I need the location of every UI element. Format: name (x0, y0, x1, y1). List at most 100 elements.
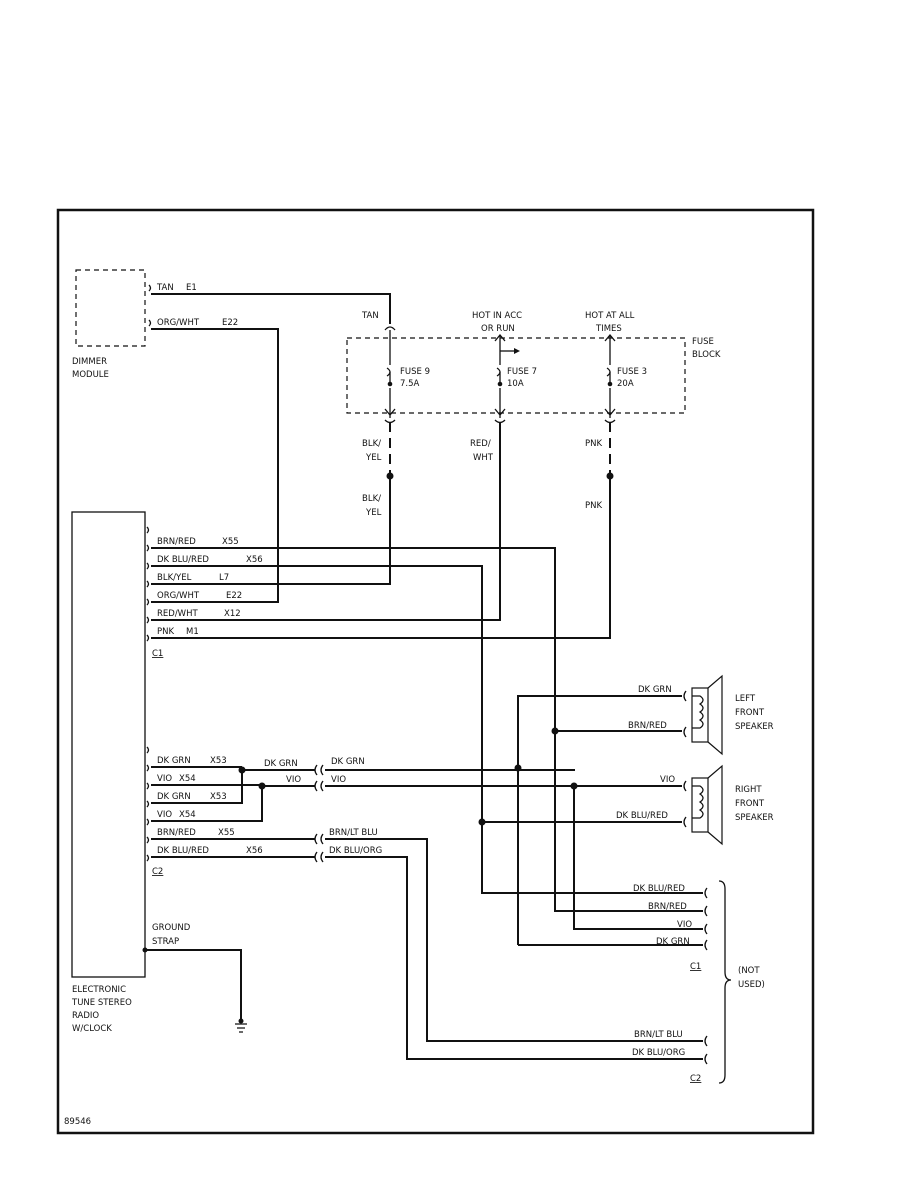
fuse-9-rating: 7.5A (400, 379, 420, 389)
diagram-frame (56, 208, 815, 1135)
wire-ground-strap (145, 949, 242, 1020)
not-used-label-2: USED) (738, 980, 765, 990)
left-speaker-wire-1: DK GRN (638, 685, 672, 695)
power-tan-label: TAN (361, 311, 379, 321)
unused-c1-wire-3: VIO (677, 920, 692, 930)
right-speaker-label-3: SPEAKER (735, 813, 774, 823)
right-speaker-icon: RIGHT FRONT SPEAKER (683, 764, 774, 846)
splice-dk-blu-org-label: DK BLU/ORG (329, 846, 382, 856)
dimmer-module: DIMMER MODULE (72, 269, 152, 380)
wire-dk-blu-red-x56 (151, 565, 703, 894)
wire-brn-lt-blu (325, 838, 703, 1042)
red-wht-label-1: RED/ (470, 439, 491, 449)
red-wht-label-2: WHT (473, 453, 494, 463)
dimmer-label-2: MODULE (72, 370, 109, 380)
unused-c2-connector: BRN/LT BLU DK BLU/ORG C2 (632, 1030, 708, 1084)
c2-wire-4-circuit: X54 (179, 810, 196, 820)
right-speaker-label-1: RIGHT (735, 785, 762, 795)
radio-label-4: W/CLOCK (72, 1024, 112, 1034)
left-speaker-label-2: FRONT (735, 708, 765, 718)
c2-wire-5-circuit: X55 (218, 828, 235, 838)
splice-vio-label: VIO (286, 775, 301, 785)
wire-left-dk-grn (517, 695, 682, 945)
power-acc-label-2: OR RUN (481, 324, 515, 334)
power-acc-label-1: HOT IN ACC (472, 311, 522, 321)
c1-wire-6-circuit: M1 (186, 627, 199, 637)
fuse-block-label-2: BLOCK (692, 350, 721, 360)
wire-vio-x54 (151, 784, 263, 822)
c1-wire-1-color: BRN/RED (157, 537, 196, 547)
c2-wire-5-color: BRN/RED (157, 828, 196, 838)
c2-wire-1-color: DK GRN (157, 756, 191, 766)
unused-c1-connector: DK BLU/RED BRN/RED VIO DK GRN C1 (633, 884, 708, 972)
blk-yel-lower-2: YEL (365, 508, 382, 518)
figure-id: 89546 (64, 1117, 91, 1127)
c1-wire-2-color: DK BLU/RED (157, 555, 209, 565)
c2-wire-2-circuit: X54 (179, 774, 196, 784)
unused-c2-label: C2 (690, 1074, 701, 1084)
right-speaker-label-2: FRONT (735, 799, 765, 809)
unused-c1-wire-1: DK BLU/RED (633, 884, 685, 894)
pnk-lower-label: PNK (585, 501, 602, 511)
splice-dk-grn-out-label: DK GRN (331, 757, 365, 767)
fuse-9-name: FUSE 9 (400, 367, 430, 377)
c1-wire-3-color: BLK/YEL (157, 573, 192, 583)
pnk-upper-label: PNK (585, 439, 602, 449)
wire-pnk-m1 (151, 478, 611, 639)
unused-c2-wire-2: DK BLU/ORG (632, 1048, 685, 1058)
ground-strap-label-1: GROUND (152, 923, 191, 933)
not-used-brace (718, 880, 732, 1084)
ground-strap-label-2: STRAP (152, 937, 179, 947)
fuse-7-name: FUSE 7 (507, 367, 537, 377)
c2-wire-4-color: VIO (157, 810, 172, 820)
c1-wire-3-circuit: L7 (219, 573, 229, 583)
unused-c2-wire-1: BRN/LT BLU (634, 1030, 683, 1040)
c1-wire-5-color: RED/WHT (157, 609, 198, 619)
c2-wire-1-circuit: X53 (210, 756, 227, 766)
unused-c1-wire-2: BRN/RED (648, 902, 687, 912)
unused-c1-wire-4: DK GRN (656, 937, 690, 947)
radio-unit: ELECTRONIC TUNE STEREO RADIO W/CLOCK (71, 511, 146, 1034)
dimmer-wire-1-circuit: E1 (186, 283, 197, 293)
fuse-3-name: FUSE 3 (617, 367, 647, 377)
c2-wire-6-circuit: X56 (246, 846, 263, 856)
fuse-block: FUSE BLOCK (346, 337, 721, 414)
wire-right-vio (573, 785, 703, 930)
right-speaker-wire-1: VIO (660, 775, 675, 785)
right-speaker-wire-2: DK BLU/RED (616, 811, 668, 821)
wire-dk-grn-x53 (151, 766, 243, 804)
c1-wire-6-color: PNK (157, 627, 174, 637)
blk-yel-upper-1: BLK/ (362, 439, 381, 449)
wire-blk-yel-l7 (151, 478, 391, 585)
c1-wire-4-circuit: E22 (226, 591, 242, 601)
power-all-label-2: TIMES (595, 324, 622, 334)
ground-icon (235, 1018, 247, 1033)
splice-vio-out-label: VIO (331, 775, 346, 785)
splice-brn-lt-blu-label: BRN/LT BLU (329, 828, 378, 838)
left-speaker-label-3: SPEAKER (735, 722, 774, 732)
fuse-9: FUSE 9 7.5A (384, 326, 430, 424)
left-speaker-wire-2: BRN/RED (628, 721, 667, 731)
fuse-3-rating: 20A (617, 379, 634, 389)
fuse-block-label-1: FUSE (692, 337, 714, 347)
blk-yel-upper-2: YEL (365, 453, 382, 463)
dimmer-wire-2-circuit: E22 (222, 318, 238, 328)
c1-wire-2-circuit: X56 (246, 555, 263, 565)
c1-wire-4-color: ORG/WHT (157, 591, 200, 601)
left-speaker-icon: LEFT FRONT SPEAKER (683, 674, 774, 756)
dimmer-wire-2-color: ORG/WHT (157, 318, 200, 328)
c1-wire-1-circuit: X55 (222, 537, 239, 547)
wire-dk-blu-org (325, 856, 703, 1060)
c2-wire-6-color: DK BLU/RED (157, 846, 209, 856)
fuse-7-rating: 10A (507, 379, 524, 389)
c2-connector-label: C2 (152, 867, 163, 877)
power-all-label-1: HOT AT ALL (585, 311, 635, 321)
wire-org-wht-e22 (151, 328, 279, 603)
left-speaker-label-1: LEFT (735, 694, 756, 704)
not-used-label-1: (NOT (738, 966, 760, 976)
blk-yel-lower-1: BLK/ (362, 494, 381, 504)
c2-wire-2-color: VIO (157, 774, 172, 784)
unused-c1-label: C1 (690, 962, 701, 972)
radio-label-1: ELECTRONIC (72, 985, 126, 995)
